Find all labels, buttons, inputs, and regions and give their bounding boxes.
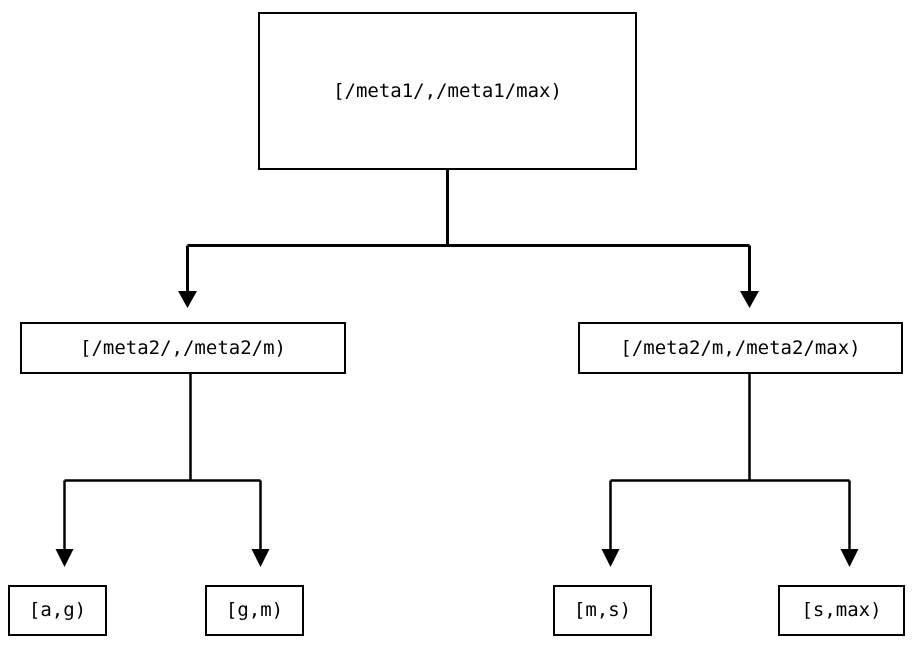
edge-root-to-mid-level [178,170,759,308]
arrowhead-to-leaf-s-max [840,549,859,567]
tree-node-leaf-m-s[interactable]: [m,s) [553,585,652,636]
tree-node-mid-right-label: [/meta2/m,/meta2/max) [620,336,861,359]
arrowhead-to-leaf-g-m [251,549,270,567]
arrowhead-to-mid-right [740,291,759,308]
tree-node-mid-left-label: [/meta2/,/meta2/m) [80,336,286,359]
tree-node-leaf-g-m-label: [g,m) [225,599,284,621]
tree-node-leaf-a-g-label: [a,g) [28,599,87,621]
arrowhead-to-leaf-m-s [601,549,620,567]
edge-mid-left-to-leaves [55,374,270,567]
tree-node-leaf-a-g[interactable]: [a,g) [8,585,107,636]
tree-node-leaf-g-m[interactable]: [g,m) [205,585,304,636]
edge-mid-right-to-leaves [601,374,859,567]
tree-node-root-label: [/meta1/,/meta1/max) [333,79,562,102]
tree-node-leaf-m-s-label: [m,s) [573,599,632,621]
tree-node-leaf-s-max-label: [s,max) [801,599,882,621]
tree-node-root[interactable]: [/meta1/,/meta1/max) [258,12,637,170]
tree-node-mid-left[interactable]: [/meta2/,/meta2/m) [20,322,346,374]
arrowhead-to-mid-left [178,291,197,308]
tree-node-mid-right[interactable]: [/meta2/m,/meta2/max) [578,322,903,374]
arrowhead-to-leaf-a-g [55,549,74,567]
tree-node-leaf-s-max[interactable]: [s,max) [778,585,905,636]
